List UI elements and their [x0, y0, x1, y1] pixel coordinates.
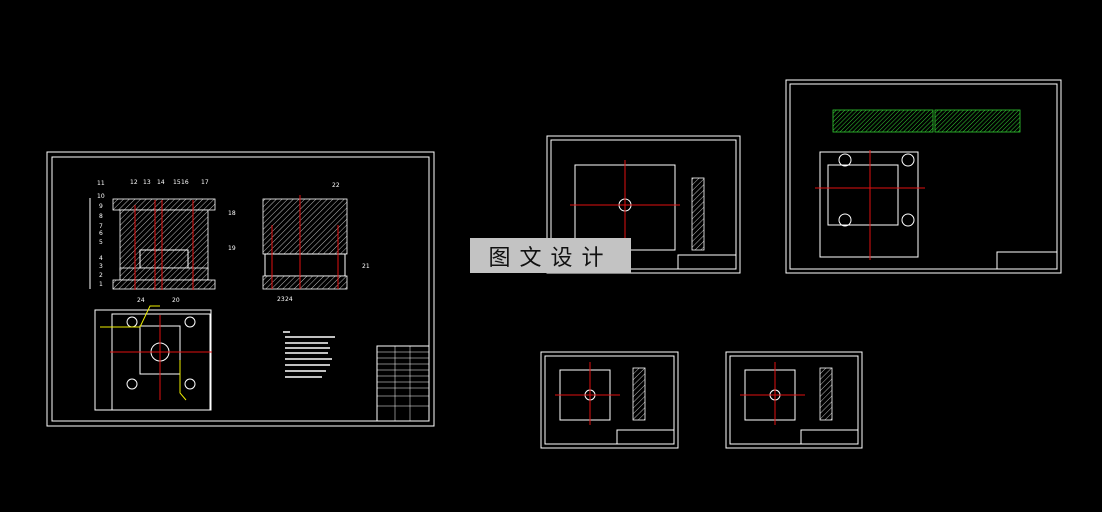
technical-notes [283, 331, 335, 378]
balloon-20: 20 [172, 297, 180, 304]
balloon-8: 8 [99, 213, 103, 220]
balloon-24b: 24 [285, 296, 293, 303]
balloon-10: 10 [97, 193, 105, 200]
balloon-24: 24 [137, 297, 145, 304]
side-section-view [262, 195, 348, 290]
balloon-23: 23 [277, 296, 285, 303]
balloon-13: 13 [143, 179, 151, 186]
balloon-14: 14 [157, 179, 165, 186]
balloon-9: 9 [99, 203, 103, 210]
balloon-2: 2 [99, 272, 103, 279]
balloon-19: 19 [228, 245, 236, 252]
plate-sheet-2 [785, 79, 1062, 274]
watermark: 图文设计 [470, 238, 631, 273]
balloon-4: 4 [99, 255, 103, 262]
plate-sheet-1 [546, 135, 741, 274]
balloon-16: 16 [181, 179, 189, 186]
assembly-sheet: 11 12 13 14 15 16 17 10 9 8 7 6 5 4 3 2 … [46, 151, 435, 427]
balloon-6: 6 [99, 230, 103, 237]
balloon-3: 3 [99, 263, 103, 270]
balloon-7: 7 [99, 223, 103, 230]
balloon-12: 12 [130, 179, 138, 186]
balloon-15: 15 [173, 179, 181, 186]
balloon-11: 11 [97, 180, 105, 187]
plan-view [94, 305, 212, 411]
part-balloons: 11 12 13 14 15 16 17 10 9 8 7 6 5 4 3 2 … [97, 179, 370, 304]
front-section-view [89, 198, 216, 290]
plate-sheet-4 [725, 351, 863, 449]
title-block [376, 345, 430, 422]
balloon-5: 5 [99, 239, 103, 246]
balloon-22: 22 [332, 182, 340, 189]
balloon-17: 17 [201, 179, 209, 186]
plate-sheet-3 [540, 351, 679, 449]
balloon-21: 21 [362, 263, 370, 270]
balloon-18: 18 [228, 210, 236, 217]
balloon-1: 1 [99, 281, 103, 288]
